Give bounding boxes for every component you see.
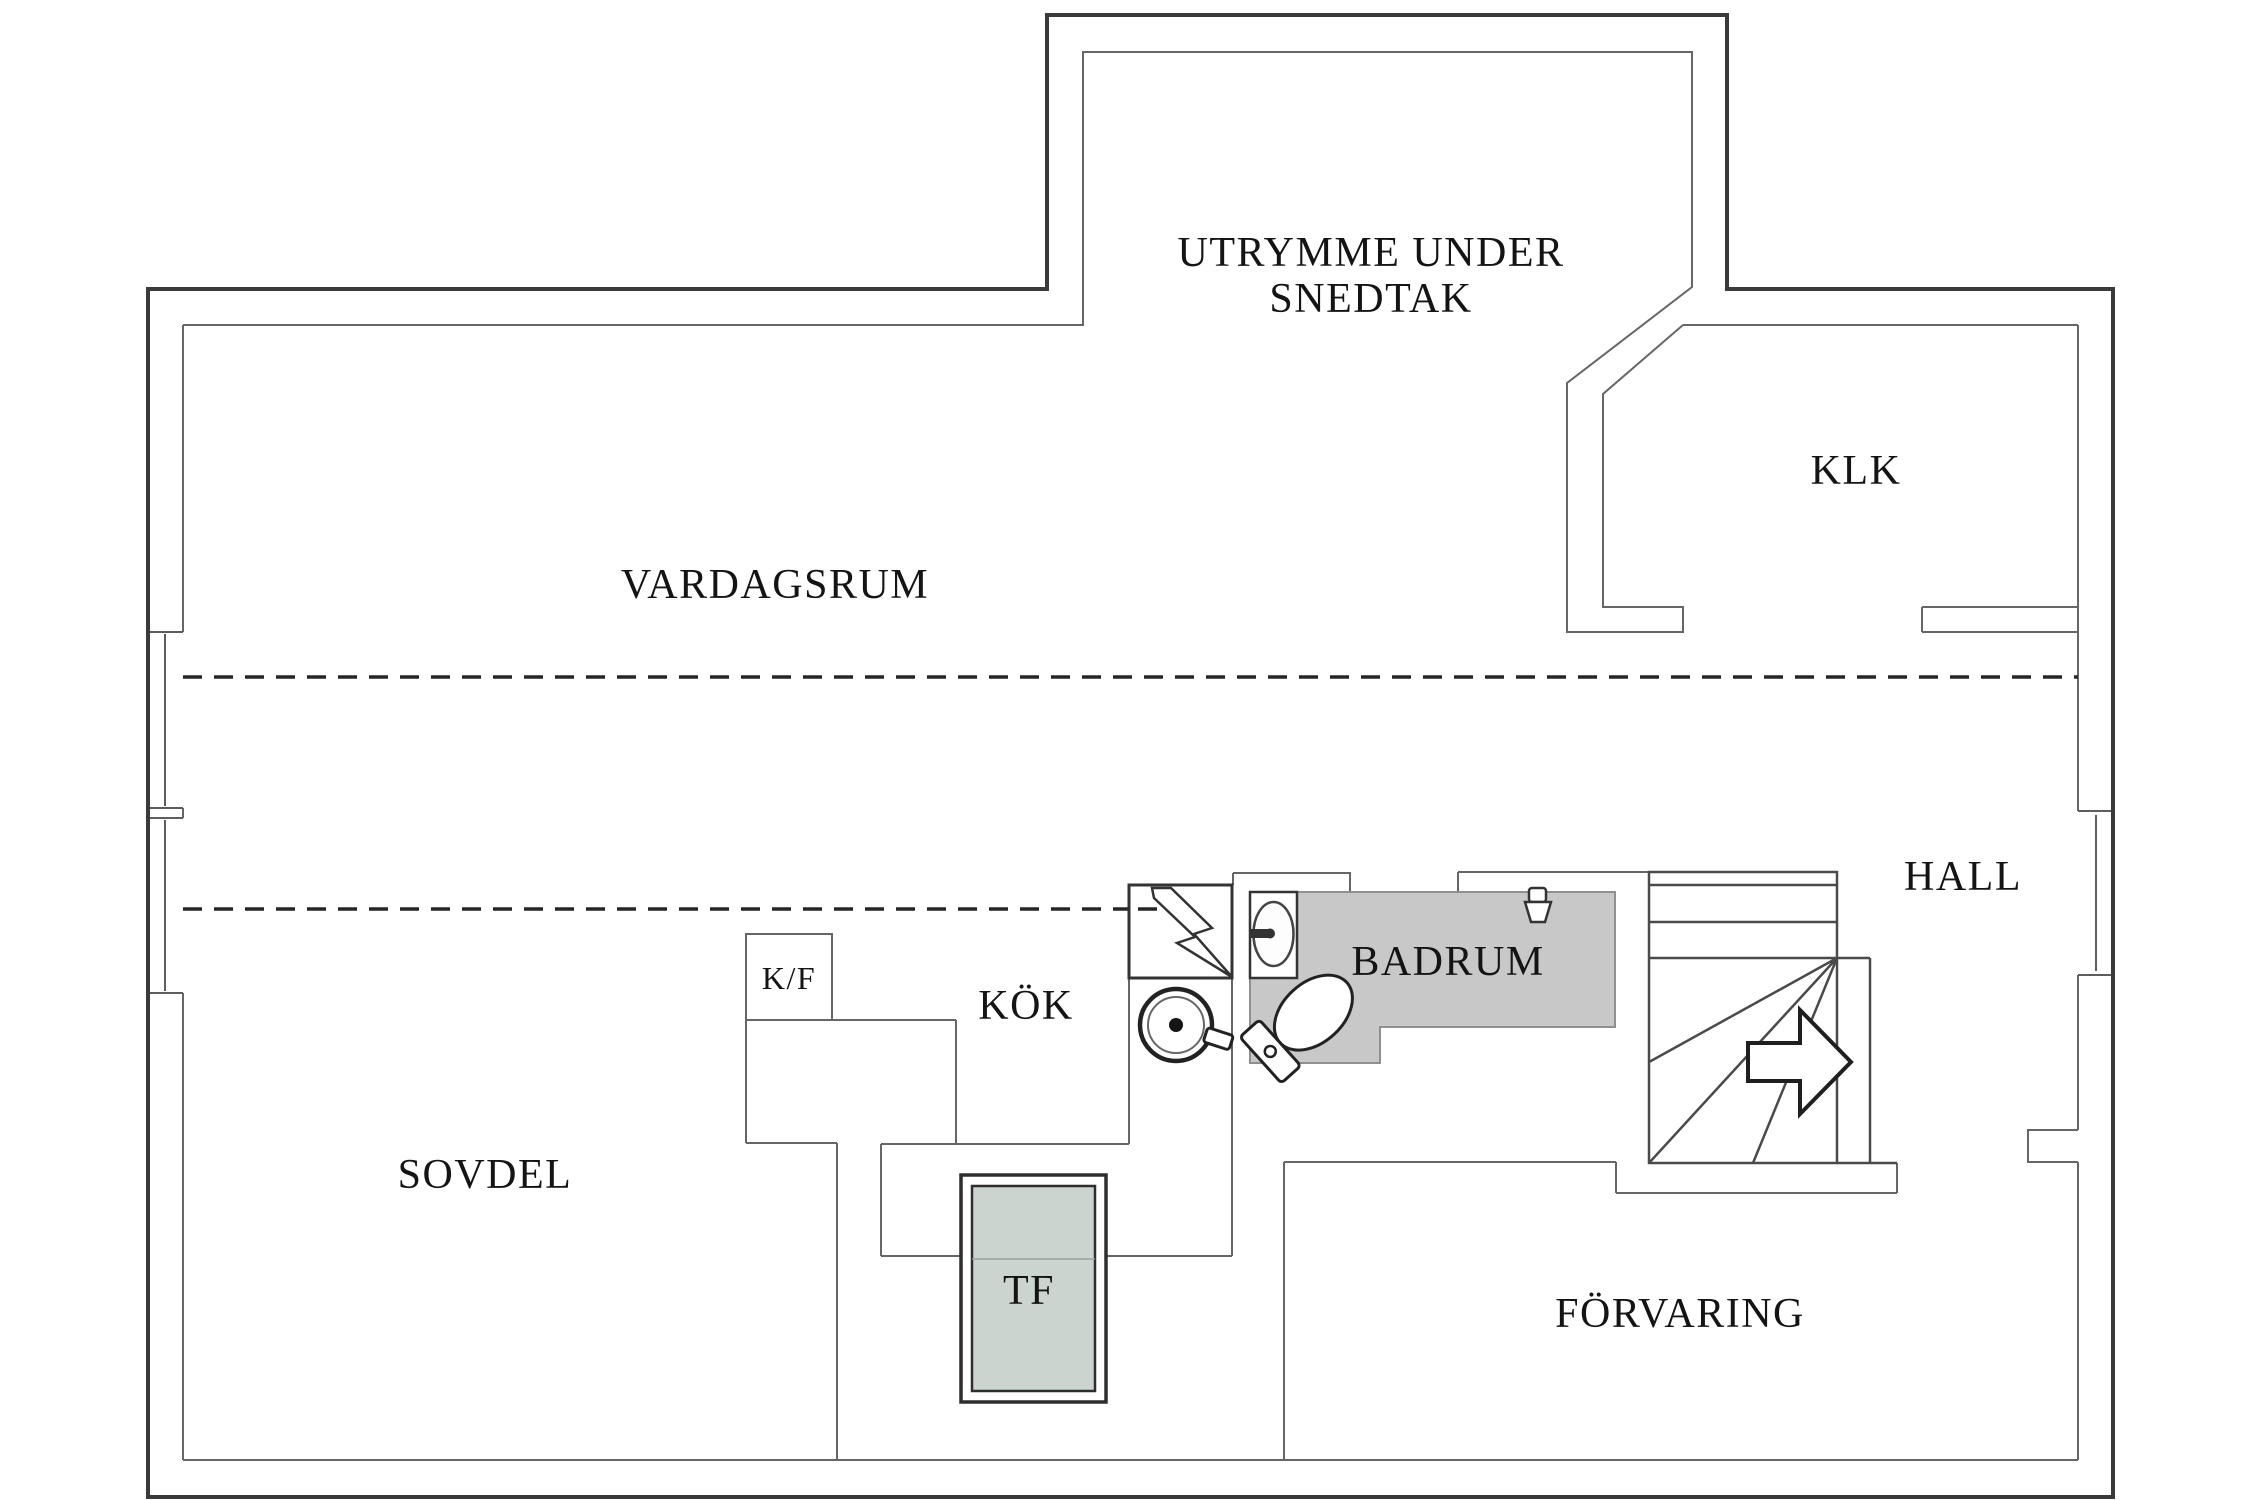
stairs-icon — [1647, 870, 1897, 1165]
room-label-vardagsrum: VARDAGSRUM — [621, 562, 929, 608]
window-icon-right — [2078, 810, 2113, 976]
window-icon-left-upper — [148, 631, 183, 809]
inner-contour-top — [183, 51, 1693, 633]
kitchen — [745, 883, 1235, 1064]
klk-stub-wall — [1921, 606, 2078, 633]
wall-fixture-icon — [1523, 886, 1553, 924]
room-label-hall: HALL — [1904, 854, 2022, 900]
hob-icon — [1137, 986, 1235, 1064]
stair-treads — [1649, 883, 1897, 1165]
room-label-kf: K/F — [762, 960, 816, 996]
forvaring-walls — [1283, 1161, 1898, 1460]
ceiling-height-dashed-lines — [183, 675, 2078, 911]
washer-tf-icon — [959, 1173, 1108, 1404]
interior-walls — [182, 51, 2079, 1461]
window-icon-left-lower — [148, 817, 183, 994]
fridge-freezer-icon — [745, 933, 833, 1021]
electrical-panel-icon — [1127, 883, 1234, 980]
room-label-kok: KÖK — [978, 983, 1074, 1029]
direction-arrow-icon — [1746, 1005, 1854, 1119]
sink-icon — [1248, 890, 1299, 980]
room-label-klk: KLK — [1811, 448, 1902, 494]
room-label-tf: TF — [1003, 1268, 1055, 1314]
room-label-sovdel: SOVDEL — [398, 1152, 573, 1198]
right-wall-inner — [2027, 325, 2079, 1460]
lightning-bolt-icon — [1150, 886, 1233, 979]
windows — [148, 631, 2113, 994]
toilet-icon — [1240, 973, 1354, 1084]
room-label-forvaring: FÖRVARING — [1555, 1291, 1805, 1337]
building-outline — [146, 13, 2115, 1499]
outer-walls — [146, 13, 2115, 1499]
bathroom — [1240, 886, 1616, 1084]
bathroom-north-wall — [1232, 871, 1649, 892]
room-label-badrum: BADRUM — [1351, 939, 1544, 985]
